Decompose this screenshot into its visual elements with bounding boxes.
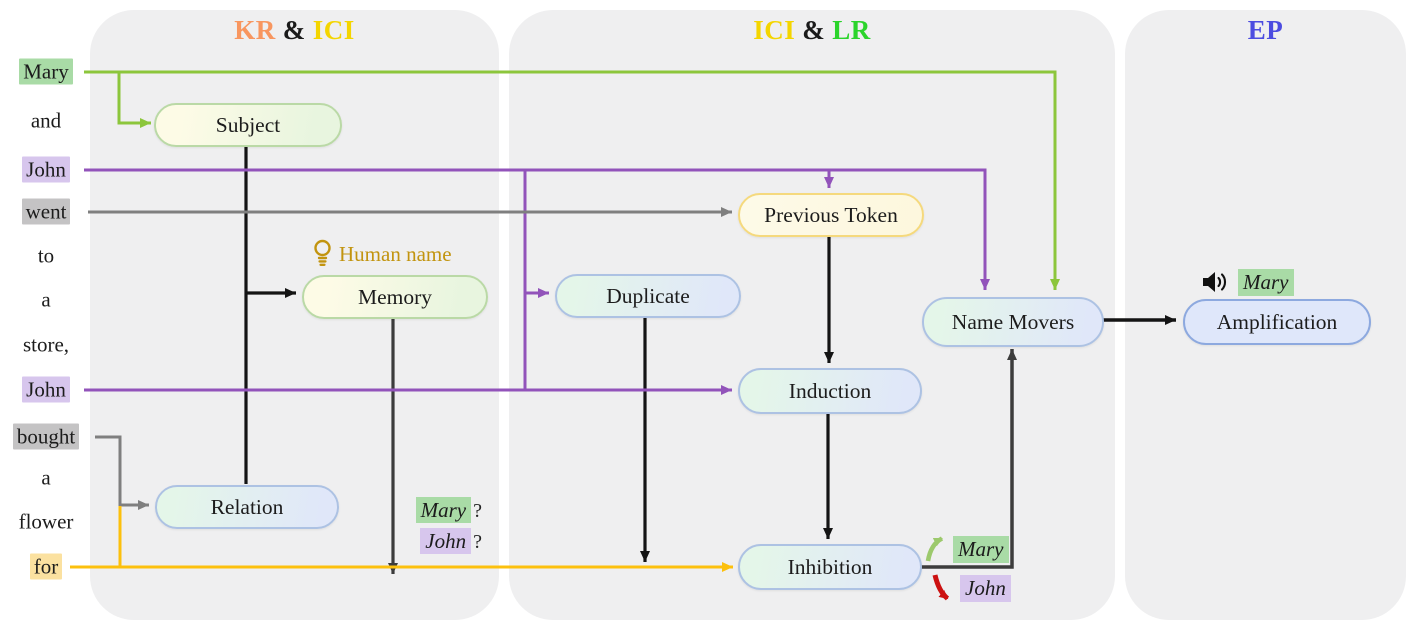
suppress-down-arrow-icon [932, 574, 950, 601]
panel-header-ici-lr: ICI & LR [509, 14, 1115, 46]
edge-mary-to-namemovers [84, 70, 1060, 290]
suppress-word: John [960, 574, 1011, 602]
node-previous-token-label: Previous Token [764, 202, 898, 227]
token-store: store, [22, 332, 70, 357]
token-john2: John [0, 376, 92, 404]
node-amplification: Amplification [1183, 299, 1371, 345]
token-john1: John [0, 156, 92, 184]
edge-bought-to-relation [95, 435, 149, 510]
header-ici2: ICI [753, 14, 796, 45]
token-a1: a [41, 287, 51, 312]
token-mary: Mary [0, 58, 92, 86]
boost-word: Mary [953, 535, 1009, 563]
node-subject-label: Subject [215, 112, 281, 137]
header-ici: ICI [312, 14, 355, 45]
node-name-movers: Name Movers [922, 297, 1104, 347]
inhibition-suppress: John [931, 573, 1011, 603]
edge-john1-to-namemovers [84, 168, 990, 290]
header-kr: KR [234, 14, 276, 45]
token-bought: bought [0, 423, 92, 451]
node-induction: Induction [738, 368, 922, 414]
panel-header-kr-ici: KR & ICI [90, 14, 499, 46]
token-to: to [37, 243, 55, 268]
memory-hint: Human name [312, 238, 452, 270]
query-qmark-1: ? [473, 500, 482, 522]
lightbulb-icon [314, 239, 331, 266]
header-ampersand2: & [802, 14, 826, 45]
token-for: for [0, 553, 92, 581]
token-a2: a [41, 465, 51, 490]
node-induction-label: Induction [788, 378, 872, 403]
token-flower: flower [18, 509, 74, 534]
node-amplification-label: Amplification [1216, 309, 1338, 334]
query-word-john: John [420, 528, 472, 554]
edge-inhibition-to-namemovers [917, 349, 1017, 569]
node-memory-label: Memory [357, 284, 433, 309]
memory-query-row-mary: Mary? [378, 496, 482, 527]
node-inhibition: Inhibition [738, 544, 922, 590]
boost-up-arrow-icon [925, 536, 944, 562]
header-ep: EP [1247, 14, 1284, 45]
panel-header-ep: EP [1125, 14, 1406, 46]
inhibition-boost: Mary [925, 535, 1009, 563]
node-duplicate-label: Duplicate [606, 283, 690, 308]
memory-query: Mary? John? [378, 496, 482, 558]
query-word-mary: Mary [415, 497, 472, 523]
output-prediction: Mary [1202, 268, 1294, 296]
memory-query-row-john: John? [378, 527, 482, 558]
token-and: and [30, 108, 62, 133]
node-subject: Subject [154, 103, 342, 147]
memory-hint-label: Human name [339, 241, 452, 266]
output-word: Mary [1238, 268, 1294, 296]
node-duplicate: Duplicate [555, 274, 741, 318]
node-previous-token: Previous Token [738, 193, 924, 237]
node-memory: Memory [302, 275, 488, 319]
node-relation: Relation [155, 485, 339, 529]
edge-mary-to-subject [117, 72, 151, 128]
header-lr: LR [832, 14, 871, 45]
token-went: went [0, 198, 92, 226]
speaker-icon [1203, 272, 1227, 292]
query-qmark-2: ? [473, 531, 482, 553]
node-name-movers-label: Name Movers [951, 309, 1075, 334]
node-inhibition-label: Inhibition [787, 554, 873, 579]
node-relation-label: Relation [210, 494, 284, 519]
header-ampersand: & [282, 14, 306, 45]
